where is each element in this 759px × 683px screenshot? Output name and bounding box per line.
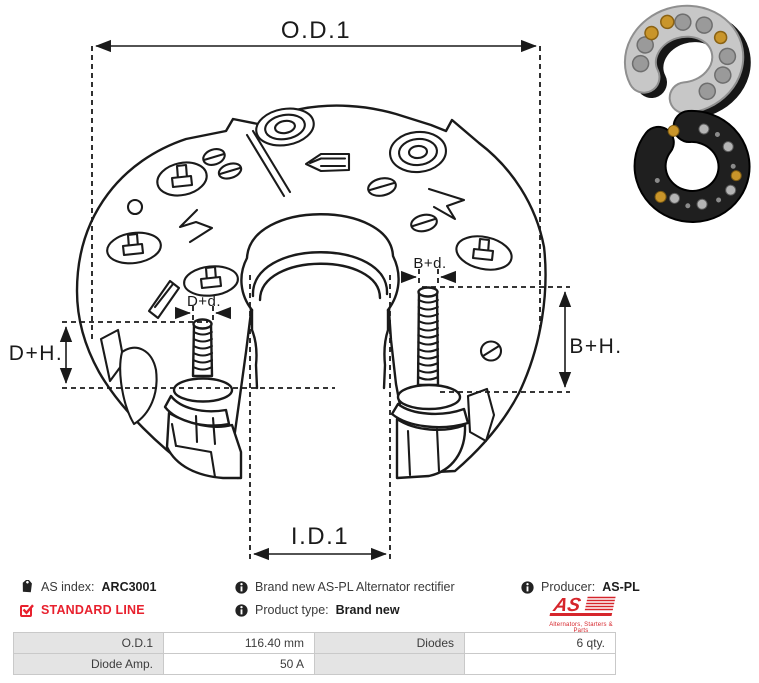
as-index-row: AS index: ARC3001 — [20, 580, 156, 594]
description-text: Brand new AS-PL Alternator rectifier — [255, 580, 455, 594]
tag-icon — [22, 580, 32, 593]
producer-value: AS-PL — [602, 580, 640, 594]
table-row: Diode Amp. 50 A — [13, 653, 616, 675]
diode-terminal — [156, 161, 208, 197]
product-photo-back — [633, 109, 751, 223]
dimension-dh: D+H. — [9, 321, 335, 389]
grommet-right — [389, 130, 447, 174]
dim-label-bd: B+d. — [413, 255, 446, 272]
product-photo-front — [623, 4, 751, 119]
spec-value — [464, 653, 616, 675]
dim-label-dd: D+d. — [187, 293, 221, 310]
as-pl-logo: AS Alternators, Starters & Parts — [541, 595, 621, 634]
diode-terminal — [106, 231, 162, 265]
as-logo-tagline: Alternators, Starters & Parts — [549, 622, 613, 634]
standard-line-row: STANDARD LINE — [20, 603, 145, 617]
producer-label: Producer: — [541, 580, 596, 594]
dimension-id1: I.D.1 — [249, 275, 391, 562]
plate-details — [106, 107, 513, 362]
spec-value: 6 qty. — [464, 632, 616, 654]
left-leg-assembly — [99, 318, 243, 480]
spec-label — [314, 653, 465, 675]
arrow-mark-left — [178, 208, 214, 244]
product-type-label: Product type: — [255, 603, 329, 617]
product-type-value: Brand new — [335, 603, 400, 617]
slot-banner — [304, 152, 351, 173]
diode-terminal — [183, 265, 239, 297]
as-logo-text: AS — [551, 595, 583, 616]
info-icon — [235, 580, 248, 594]
product-type-row: Product type: Brand new — [235, 603, 400, 617]
diode-terminal — [455, 235, 513, 271]
screw-pair — [202, 148, 243, 180]
dim-label-od1: O.D.1 — [281, 17, 351, 44]
plate-ridge — [245, 129, 292, 198]
as-index-value: ARC3001 — [101, 580, 157, 594]
table-row: O.D.1 116.40 mm Diodes 6 qty. — [13, 632, 616, 654]
spec-label: Diodes — [314, 632, 465, 654]
dim-label-dh: D+H. — [9, 342, 63, 365]
arrow-mark-right — [427, 187, 466, 221]
spec-label: Diode Amp. — [13, 653, 164, 675]
dimension-bh: B+H. — [422, 286, 622, 393]
checkbox-icon — [20, 604, 34, 617]
as-index-label: AS index: — [41, 580, 95, 594]
center-dome — [240, 213, 400, 430]
technical-drawing: O.D.1 I.D.1 D+H. B+H. D+d. B+d. — [9, 4, 751, 562]
grommet-left — [255, 107, 315, 147]
as-pl-logo-mark: AS — [549, 595, 616, 616]
spec-value: 50 A — [163, 653, 315, 675]
dim-label-id1: I.D.1 — [291, 523, 349, 550]
standard-line-label: STANDARD LINE — [41, 603, 145, 617]
dimension-dd: D+d. — [175, 293, 231, 322]
spec-value: 116.40 mm — [163, 632, 315, 654]
info-icon — [235, 603, 248, 617]
stud-right — [396, 286, 462, 411]
dim-label-bh: B+H. — [569, 335, 622, 358]
spec-table: O.D.1 116.40 mm Diodes 6 qty. Diode Amp.… — [13, 632, 616, 675]
producer-row: Producer: AS-PL — [521, 580, 640, 594]
right-leg-assembly — [390, 286, 496, 480]
info-icon — [521, 580, 534, 594]
dimension-od1: O.D.1 — [91, 17, 541, 340]
spec-label: O.D.1 — [13, 632, 164, 654]
slot-slanted — [147, 279, 181, 320]
stud-left — [172, 318, 234, 403]
description-row: Brand new AS-PL Alternator rectifier — [235, 580, 455, 594]
pin-hole — [126, 198, 144, 216]
dimension-bd: B+d. — [401, 255, 456, 287]
